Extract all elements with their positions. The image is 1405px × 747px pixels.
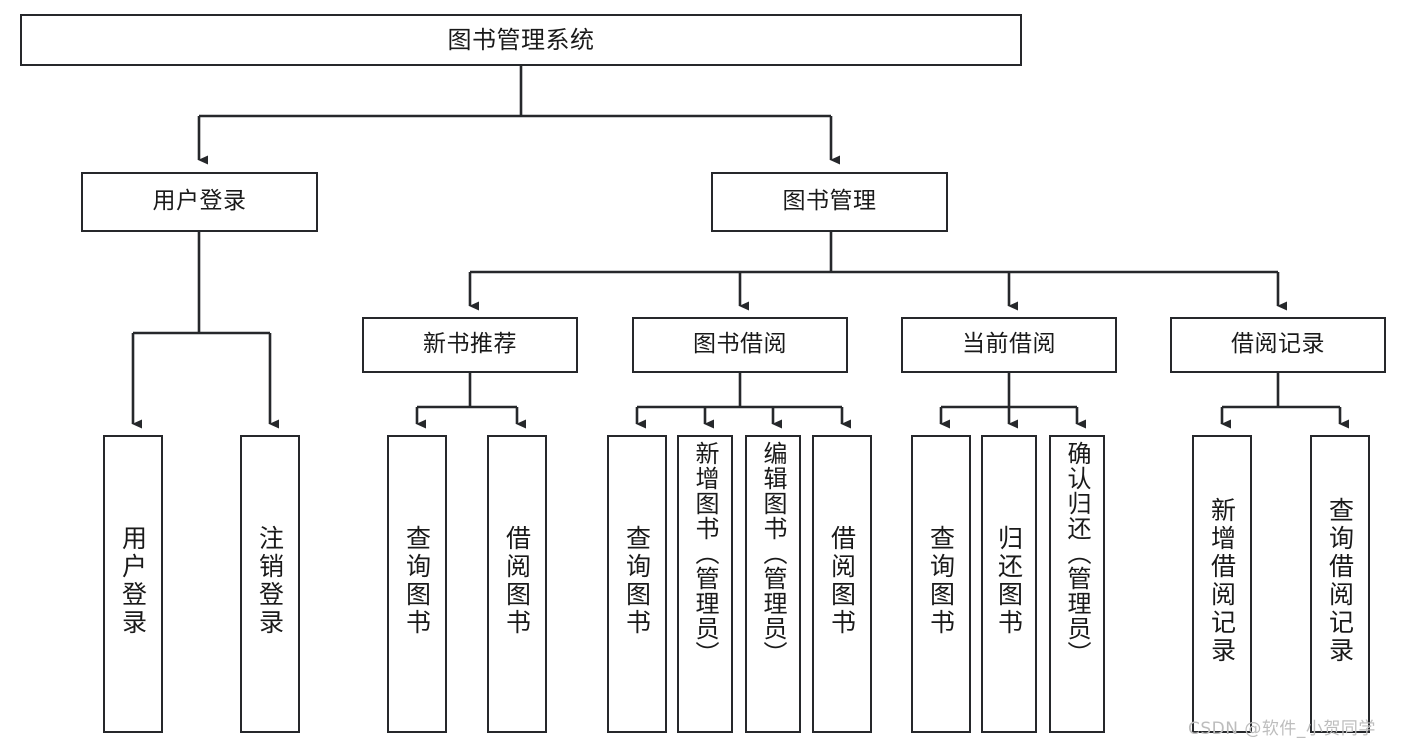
node-label: 图书借阅: [693, 331, 787, 358]
node-label: 查询图书: [926, 525, 956, 637]
node-label: 查询图书: [402, 525, 432, 637]
leaf-borrow-book-1[interactable]: 借阅图书: [487, 435, 547, 733]
node-label: 归还图书: [994, 525, 1024, 637]
node-book-borrowing[interactable]: 图书借阅: [632, 317, 848, 373]
node-user-login[interactable]: 用户登录: [81, 172, 318, 232]
node-label: 查询借阅记录: [1325, 497, 1355, 665]
node-book-management[interactable]: 图书管理: [711, 172, 948, 232]
node-new-book-recommendation[interactable]: 新书推荐: [362, 317, 578, 373]
node-label: 用户登录: [118, 525, 148, 637]
node-label: 借阅图书: [502, 525, 532, 637]
leaf-add-book-admin[interactable]: 新增图书（管理员）: [677, 435, 733, 733]
csdn-watermark: CSDN @软件_小贺同学: [1188, 719, 1376, 739]
leaf-user-login[interactable]: 用户登录: [103, 435, 163, 733]
node-label: 借阅图书: [827, 525, 857, 637]
node-label: 新书推荐: [423, 331, 517, 358]
node-label: 图书管理系统: [447, 25, 595, 54]
node-label: 用户登录: [152, 188, 247, 215]
leaf-return-book[interactable]: 归还图书: [981, 435, 1037, 733]
leaf-add-borrow-record[interactable]: 新增借阅记录: [1192, 435, 1252, 733]
node-current-borrowing[interactable]: 当前借阅: [901, 317, 1117, 373]
leaf-borrow-book-2[interactable]: 借阅图书: [812, 435, 872, 733]
node-root-book-management-system[interactable]: 图书管理系统: [20, 14, 1022, 66]
leaf-logout[interactable]: 注销登录: [240, 435, 300, 733]
leaf-edit-book-admin[interactable]: 编辑图书（管理员）: [745, 435, 801, 733]
node-label: 图书管理: [782, 188, 877, 215]
node-label: 新增借阅记录: [1207, 497, 1237, 665]
leaf-confirm-return-admin[interactable]: 确认归还（管理员）: [1049, 435, 1105, 733]
node-label: 新增图书（管理员）: [691, 441, 719, 666]
node-borrowing-record[interactable]: 借阅记录: [1170, 317, 1386, 373]
node-label: 借阅记录: [1231, 331, 1325, 358]
leaf-query-book-1[interactable]: 查询图书: [387, 435, 447, 733]
leaf-query-borrow-record[interactable]: 查询借阅记录: [1310, 435, 1370, 733]
leaf-query-book-3[interactable]: 查询图书: [911, 435, 971, 733]
node-label: 当前借阅: [962, 331, 1056, 358]
leaf-query-book-2[interactable]: 查询图书: [607, 435, 667, 733]
node-label: 查询图书: [622, 525, 652, 637]
node-label: 确认归还（管理员）: [1063, 441, 1091, 666]
node-label: 注销登录: [255, 525, 285, 637]
node-label: 编辑图书（管理员）: [759, 441, 787, 666]
